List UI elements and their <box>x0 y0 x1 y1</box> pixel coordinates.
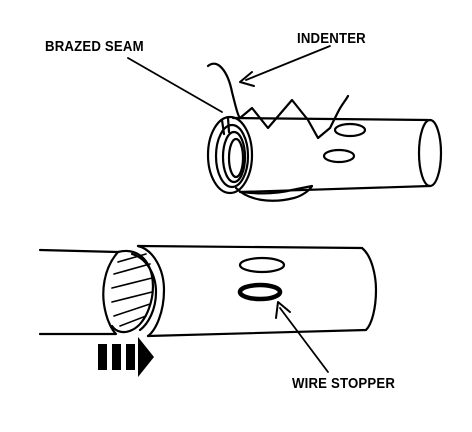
bottom-barrel-assembly <box>38 244 378 373</box>
top-barrel-right-end <box>417 118 443 188</box>
wire-stopper-label: WIRE STOPPER <box>292 375 396 392</box>
top-barrel-hole-upper <box>333 122 367 138</box>
top-barrel-front-ring-3 <box>221 130 247 184</box>
brazed-seam-leader <box>127 57 223 113</box>
top-barrel-assembly <box>127 45 443 202</box>
top-barrel-hole-lower <box>322 148 356 164</box>
indenter-anvil <box>234 184 314 202</box>
top-barrel-body <box>231 116 432 194</box>
bottom-barrel-right-end <box>360 246 378 332</box>
wire-stopper-arrowhead <box>275 301 291 319</box>
brazed-seam-label: BRAZED SEAM <box>45 38 144 55</box>
top-barrel-front-outer <box>206 115 254 195</box>
wire-insulation <box>38 248 120 336</box>
insertion-arrow-icon <box>98 337 154 377</box>
inspection-hole <box>238 256 286 274</box>
bottom-barrel-body <box>136 244 368 338</box>
top-barrel-front-ring-2 <box>214 123 250 189</box>
indenter-leader <box>245 45 331 81</box>
wire-stopper-leader <box>279 307 329 373</box>
top-barrel-front-ring-4 <box>227 137 245 179</box>
brazed-seam-slit <box>220 116 231 136</box>
bottom-barrel-front-rim-inner <box>130 252 158 332</box>
wire-stopper <box>237 282 283 302</box>
bottom-barrel-front-rim <box>136 244 166 338</box>
indenter-arrowhead <box>239 71 255 87</box>
indenter-jaw <box>206 62 350 140</box>
conductor-hatch <box>111 253 153 327</box>
indenter-label: INDENTER <box>297 30 366 47</box>
